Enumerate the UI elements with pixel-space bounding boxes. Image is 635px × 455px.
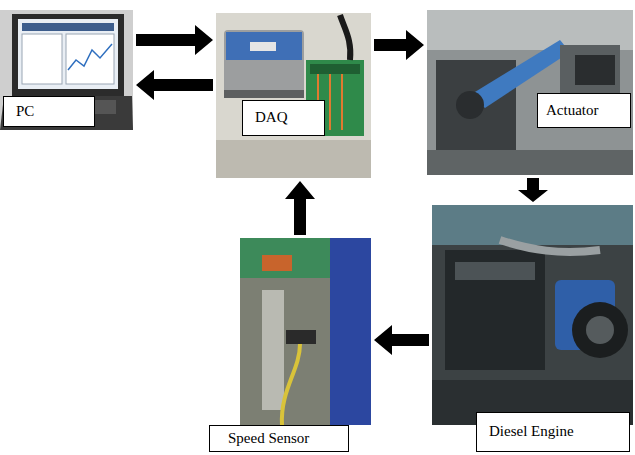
label-box: Actuator	[537, 93, 631, 128]
photo-node: Speed Sensor	[209, 238, 371, 452]
photo-node: Diesel Engine	[432, 205, 631, 452]
daq-photo	[216, 13, 371, 178]
node-label: DAQ	[255, 109, 288, 126]
block-arrow	[374, 325, 429, 355]
photo-node: DAQ	[216, 13, 371, 178]
node-label: Actuator	[546, 102, 598, 119]
label-box: Speed Sensor	[209, 425, 349, 452]
node-label: PC	[16, 103, 34, 120]
block-arrow	[136, 25, 213, 55]
speed-sensor-photo	[240, 238, 371, 425]
pc-photo	[0, 10, 133, 130]
label-box: DAQ	[242, 100, 325, 136]
label-box: PC	[3, 96, 95, 127]
node-label: Speed Sensor	[228, 430, 309, 447]
node-label: Diesel Engine	[489, 423, 574, 440]
block-arrow	[518, 178, 548, 202]
label-box: Diesel Engine	[476, 412, 630, 452]
block-arrow	[136, 70, 213, 100]
photo-node: Actuator	[427, 10, 631, 175]
photo-node: PC	[0, 10, 133, 130]
block-arrow	[285, 181, 315, 235]
engine-photo	[432, 205, 633, 425]
actuator-photo	[427, 10, 633, 175]
block-arrow	[374, 30, 424, 60]
